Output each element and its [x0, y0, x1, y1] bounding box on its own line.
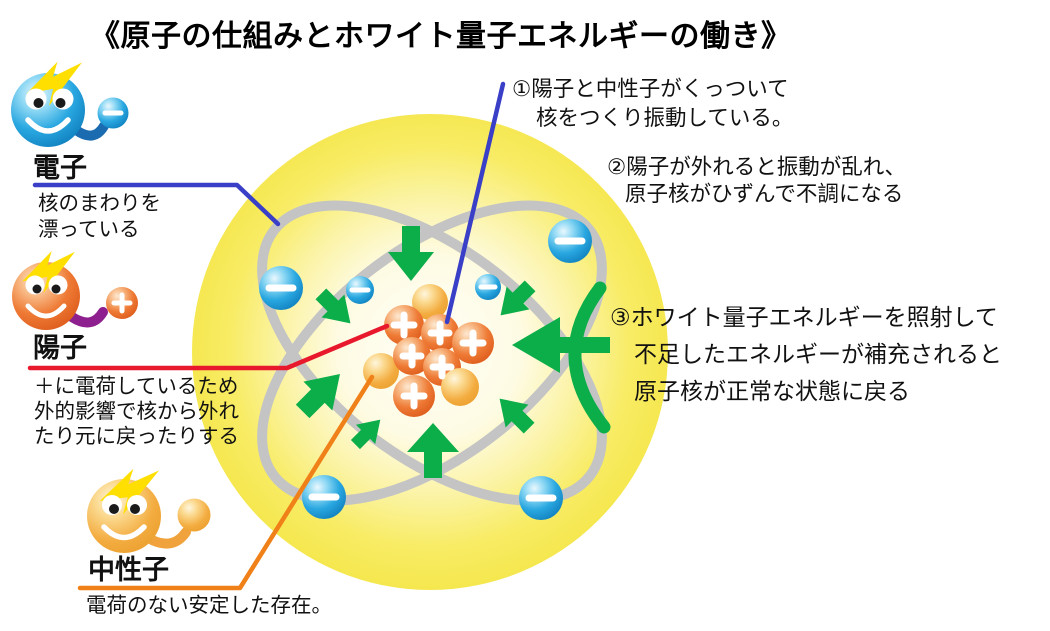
page-title: 《原子の仕組みとホワイト量子エネルギーの働き》	[90, 20, 792, 53]
proton-label: 陽子	[33, 333, 87, 363]
energy-arc-icon	[568, 281, 611, 434]
energy-arrow-up-icon	[407, 423, 459, 478]
proton-description: ＋に電荷しているため 外的影響で核から外れ たり元に戻ったりする	[34, 375, 239, 448]
annotation-3: ③ホワイト量子エネルギーを照射して 不足したエネルギーが補充されると 原子核が正…	[610, 304, 1002, 404]
energy-arrow-down-icon	[388, 226, 434, 281]
connector-lines	[27, 81, 506, 591]
minus-signs	[265, 237, 586, 502]
note1-connector-line	[444, 81, 506, 325]
energy-arrow-left-icon	[512, 317, 610, 373]
electron-description: 核のまわりを 漂っている	[38, 192, 161, 241]
plus-signs	[390, 311, 487, 410]
electron-arm	[71, 121, 109, 141]
neutron-label: 中性子	[88, 555, 169, 585]
electron-connector-line	[32, 182, 281, 227]
neutron-description: 電荷のない安定した存在。	[86, 594, 332, 617]
electron-label: 電子	[33, 153, 87, 183]
annotation-1: ①陽子と中性子がくっついて 核をつくり振動している。	[512, 77, 794, 130]
neutron-mascot-icon	[87, 465, 211, 553]
electron-mascot-icon	[11, 57, 129, 147]
annotation-2: ②陽子が外れると振動が乱れ、 原子核がひずんで不調になる	[607, 155, 906, 206]
neutron-arm	[147, 527, 191, 549]
proton-mascot-icon	[12, 247, 138, 330]
orbit-ellipse	[257, 200, 607, 506]
nucleus	[363, 284, 494, 417]
proton-arm	[67, 307, 108, 328]
neutron-sphere	[441, 368, 479, 406]
energy-arrows	[288, 226, 610, 478]
neutron-mini-sphere	[177, 498, 211, 532]
proton-connector-line	[27, 323, 390, 371]
neutron-connector-line	[77, 374, 375, 591]
orbiting-electrons	[259, 219, 592, 520]
neutron-sphere	[412, 284, 448, 320]
